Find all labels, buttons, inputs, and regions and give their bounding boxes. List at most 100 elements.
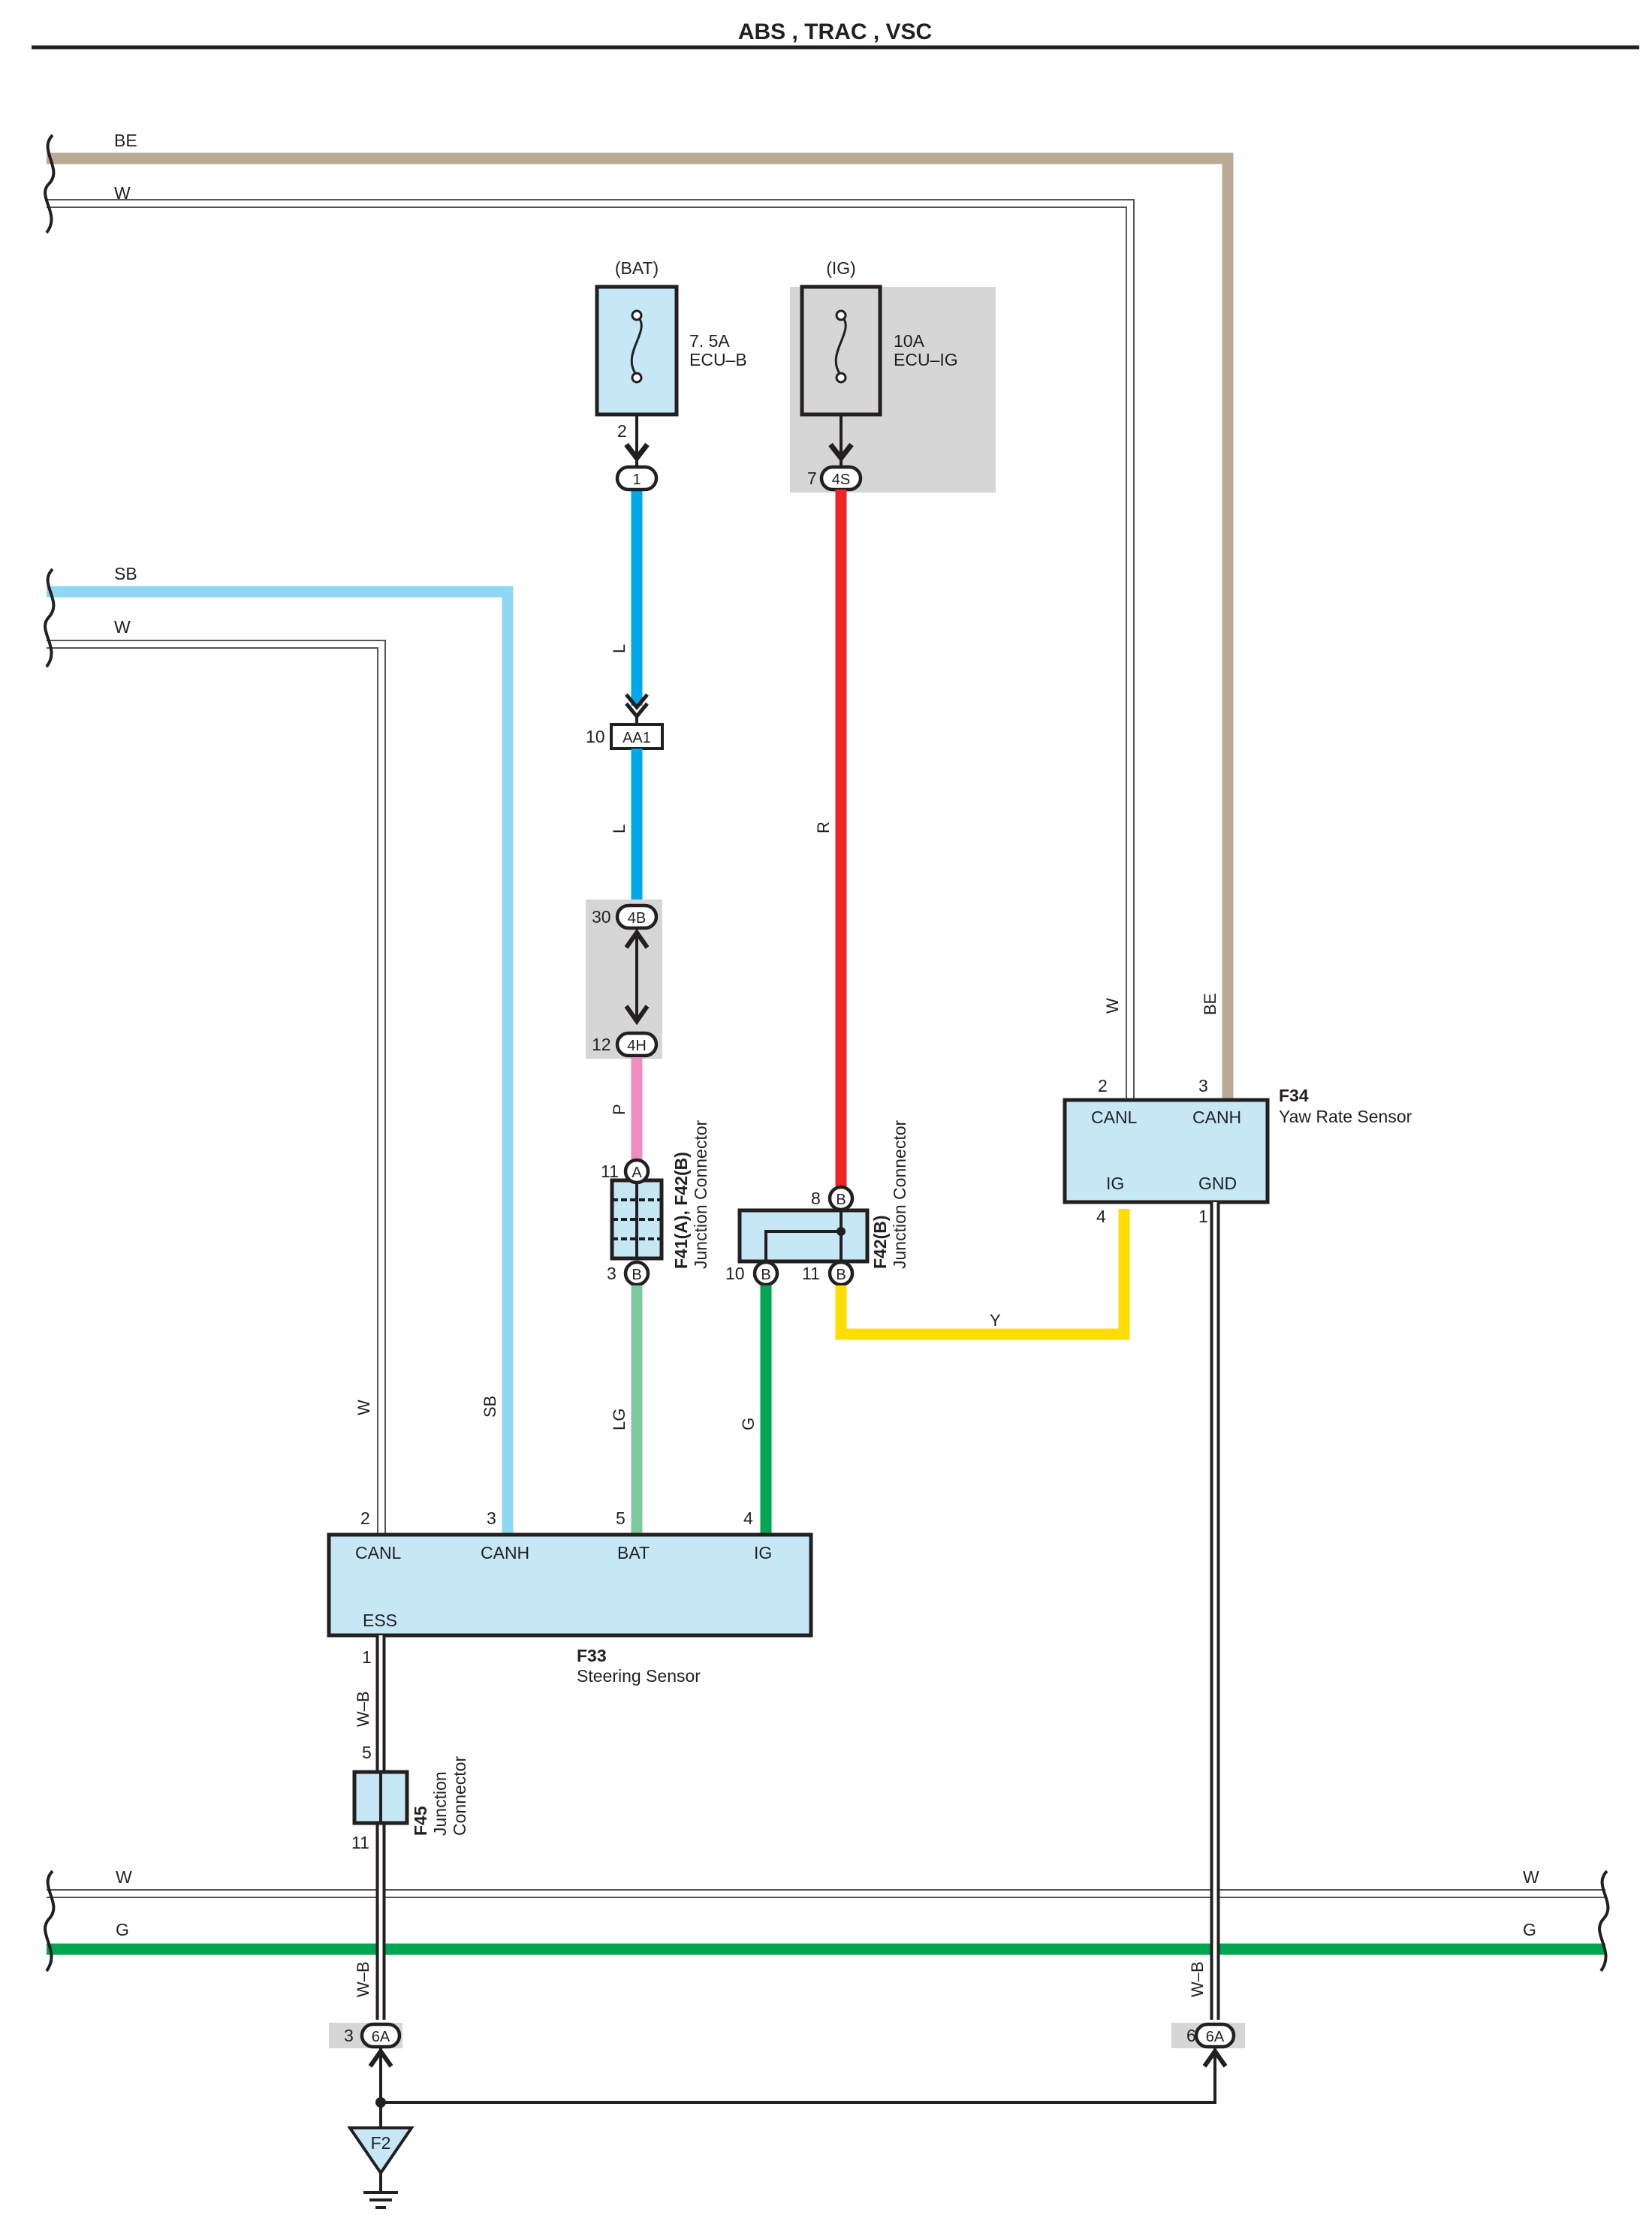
fuse-ig-name: ECU–IG (894, 350, 958, 369)
svg-text:B: B (836, 1192, 846, 1208)
steer-pin-ess: 1 (362, 1647, 372, 1667)
junction-f42-pin-11[interactable] (828, 1260, 855, 1287)
junction-f45-pin-bottom: 11 (351, 1833, 369, 1852)
wire-label-wb-3: W–B (1188, 1961, 1207, 1997)
wire-label-y: Y (990, 1311, 1001, 1330)
svg-text:B: B (761, 1267, 770, 1283)
wire-label-w-mid: W (114, 617, 131, 637)
steering-sensor[interactable] (327, 1532, 813, 1638)
junction-f42-pin-8-num: 8 (811, 1189, 821, 1208)
steer-bat-label: BAT (617, 1543, 650, 1563)
fuse-ig-symbol (834, 314, 847, 376)
junction-f45-code: F45 (411, 1806, 430, 1836)
junction-f45-desc1: Junction (430, 1771, 450, 1836)
wire-label-g: G (739, 1418, 758, 1430)
wire-w-mid[interactable] (47, 641, 384, 1535)
connector-aa1[interactable] (610, 723, 664, 750)
yaw-canh-label: CANH (1192, 1107, 1241, 1127)
wire-w-mid-outline (47, 640, 386, 1535)
harness-break-top (44, 134, 56, 234)
yaw-pin-ig: 4 (1096, 1207, 1106, 1226)
svg-text:4B: 4B (628, 910, 646, 927)
junction-f45-desc2: Connector (450, 1756, 469, 1836)
fuse-bat-symbol (630, 314, 643, 376)
ground-point-f2-label: F2 (371, 2133, 391, 2153)
harness-break-bottom-right (1598, 1870, 1610, 1972)
wire-w-top[interactable] (47, 200, 1133, 1104)
harness-break-bottom-left (44, 1870, 56, 1972)
yaw-pin-gnd: 1 (1198, 1207, 1208, 1226)
yaw-canl-label: CANL (1091, 1107, 1138, 1127)
ground-point-f2[interactable] (347, 2126, 415, 2176)
junction-f45-pin-top: 5 (362, 1743, 372, 1762)
wire-label-sb-mid: SB (114, 564, 137, 583)
wire-label-p: P (610, 1104, 629, 1115)
junction-f41-pin-a[interactable] (623, 1158, 650, 1185)
steer-pin-canl: 2 (360, 1508, 370, 1528)
wire-label-g-bottom-left: G (116, 1920, 129, 1939)
junction-f41-desc: Junction Connector (691, 1120, 710, 1269)
steer-pin-ig: 4 (743, 1508, 753, 1528)
steer-pin-bat: 5 (616, 1508, 626, 1528)
junction-f42-desc: Junction Connector (890, 1120, 909, 1269)
svg-text:4H: 4H (627, 1038, 647, 1054)
wire-label-w-yaw: W (1103, 998, 1122, 1014)
fuse-ig-source: (IG) (826, 258, 856, 278)
yaw-ig-label: IG (1106, 1174, 1124, 1193)
connector-4h-pin: 12 (592, 1035, 611, 1054)
svg-text:B: B (836, 1267, 846, 1283)
svg-text:6A: 6A (372, 2029, 390, 2045)
steer-ig-label: IG (754, 1543, 772, 1563)
page-title: ABS , TRAC , VSC (738, 20, 932, 44)
wire-label-g-bottom-right: G (1523, 1920, 1536, 1939)
yaw-gnd-label: GND (1198, 1174, 1237, 1193)
connector-aa1-pin: 10 (586, 727, 605, 746)
wire-sb-mid[interactable] (47, 586, 514, 1535)
steer-ess-label: ESS (363, 1611, 397, 1630)
fuse-bat-pin: 2 (617, 421, 627, 441)
wire-label-l-1: L (610, 644, 629, 653)
junction-f41-pin-b[interactable] (623, 1260, 650, 1287)
fuse-ig-pin: 7 (807, 469, 817, 488)
fuse-ig-box (800, 285, 882, 417)
wire-label-r: R (814, 821, 833, 833)
yaw-pin-canh: 3 (1198, 1076, 1208, 1095)
connector-1[interactable] (615, 465, 659, 492)
junction-f42-pin-10[interactable] (752, 1260, 779, 1287)
steer-name: Steering Sensor (577, 1666, 701, 1686)
yaw-code: F34 (1279, 1086, 1309, 1105)
wire-y[interactable] (835, 1209, 1130, 1340)
svg-text:6A: 6A (1206, 2029, 1225, 2045)
svg-text:1: 1 (632, 472, 641, 488)
junction-f41-pin-a-num: 11 (601, 1162, 619, 1181)
junction-f41-code: F41(A), F42(B) (671, 1152, 691, 1269)
svg-text:B: B (632, 1267, 641, 1283)
wire-label-w-bottom-right: W (1523, 1867, 1539, 1887)
junction-f42-box (737, 1208, 870, 1264)
steer-code: F33 (577, 1646, 607, 1665)
wire-label-be-yaw: BE (1201, 993, 1219, 1015)
yaw-rate-sensor[interactable] (1063, 1098, 1270, 1204)
steer-pin-canh: 3 (487, 1508, 496, 1528)
wire-label-l-2: L (610, 824, 629, 833)
wire-label-sb-canh: SB (481, 1396, 499, 1418)
wire-label-w-top: W (114, 183, 131, 203)
fuse-bat-box (595, 285, 679, 417)
svg-text:AA1: AA1 (623, 730, 651, 746)
yaw-pin-canl: 2 (1098, 1076, 1108, 1095)
connector-4h[interactable] (615, 1031, 659, 1058)
svg-text:4S: 4S (832, 472, 850, 488)
junction-f41-pin-b-num: 3 (607, 1264, 616, 1283)
connector-6a-right-pin: 6 (1186, 2026, 1196, 2045)
wire-label-be-top: BE (114, 131, 137, 150)
wire-label-w-canl: W (354, 1400, 373, 1415)
yaw-name: Yaw Rate Sensor (1279, 1107, 1412, 1126)
junction-f42-pin-8[interactable] (828, 1185, 855, 1212)
fuse-bat-source: (BAT) (615, 258, 659, 278)
junction-f42-pin-11-num: 11 (802, 1264, 820, 1283)
steer-canh-label: CANH (481, 1543, 529, 1563)
connector-4b[interactable] (615, 903, 659, 930)
fuse-bat-rating: 7. 5A (689, 331, 730, 351)
wire-be-top[interactable] (47, 152, 1234, 1104)
